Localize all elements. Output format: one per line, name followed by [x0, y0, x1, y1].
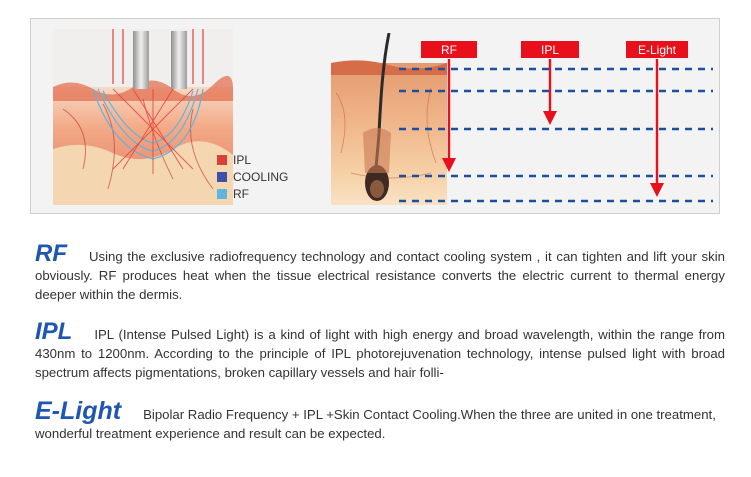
depth-arrow-head: [650, 183, 664, 197]
depth-arrow-head: [442, 158, 456, 172]
section-heading-e-light: E-Light: [35, 397, 122, 425]
depth-tag-label: RF: [441, 43, 457, 57]
depth-tag-label: IPL: [541, 43, 559, 57]
depth-arrow-head: [543, 111, 557, 125]
depth-tag-box: [521, 41, 579, 58]
skin-cross-section-illustration: [53, 29, 233, 205]
section-text-e-light: Bipolar Radio Frequency + IPL +Skin Cont…: [35, 407, 716, 441]
legend-label: COOLING: [233, 169, 289, 184]
depth-tag-label: E-Light: [638, 43, 677, 57]
depth-diagram: RF IPL E-Light: [399, 41, 713, 203]
legend-label: RF: [233, 186, 249, 201]
legend-item-rf: RF: [217, 185, 288, 202]
depth-tag-box: [421, 41, 477, 58]
section-heading-rf: RF: [35, 240, 67, 267]
legend-label: IPL: [233, 152, 252, 167]
legend: IPL COOLING RF: [217, 151, 288, 202]
section-text-ipl: IPL (Intense Pulsed Light) is a kind of …: [35, 327, 725, 380]
legend-swatch-ipl: [217, 154, 227, 165]
hair-follicle-illustration: [331, 33, 447, 205]
section-heading-ipl: IPL: [35, 322, 73, 345]
legend-item-cooling: COOLING: [217, 168, 288, 185]
depth-tag-box: [626, 41, 688, 58]
treatment-diagram-panel: IPL COOLING RF R: [30, 18, 720, 214]
legend-swatch-rf: [217, 188, 227, 199]
section-text-rf: Using the exclusive radiofrequency techn…: [35, 249, 725, 302]
legend-item-ipl: IPL: [217, 151, 288, 168]
legend-swatch-cooling: [217, 171, 227, 182]
